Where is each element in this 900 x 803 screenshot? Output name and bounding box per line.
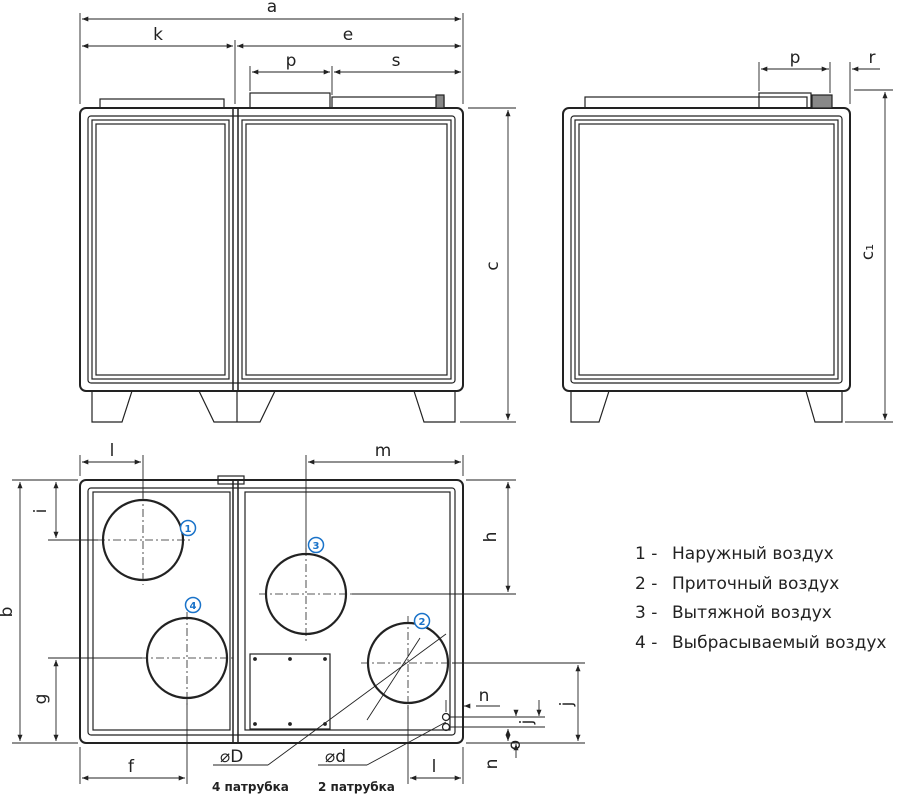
dim-r: r	[869, 48, 876, 68]
dimension-labels: a k e p s c p r c₁ l m i b g h f l n j j…	[0, 0, 878, 794]
note-d-count: 2 патрубка	[318, 780, 395, 794]
legend-label-1: Наружный воздух	[672, 544, 834, 564]
dim-n-vertical: n	[482, 759, 502, 770]
dim-i: i	[31, 509, 51, 514]
dim-a: a	[267, 0, 277, 17]
dim-l-bottom: l	[432, 757, 437, 777]
legend-num-2: 2 -	[635, 574, 657, 594]
port-3-label: 3	[313, 541, 320, 552]
dim-k: k	[153, 25, 163, 45]
dim-c1: c₁	[858, 244, 878, 260]
dim-n: n	[479, 686, 490, 706]
legend-num-4: 4 -	[635, 633, 657, 653]
legend: 1 - Наружный воздух 2 - Приточный воздух…	[635, 544, 886, 653]
dim-j: j	[557, 702, 577, 708]
dim-h: h	[481, 532, 501, 543]
dimension-lines	[12, 13, 893, 784]
dim-g: g	[31, 694, 51, 705]
dim-d: ⌀d	[325, 747, 346, 767]
legend-label-3: Вытяжной воздух	[672, 603, 832, 623]
centre-lines	[97, 493, 455, 710]
dim-b: b	[0, 607, 17, 618]
top-view	[79, 475, 464, 744]
front-view	[79, 92, 464, 423]
dim-p-side: p	[790, 48, 801, 68]
dim-D: ⌀D	[220, 747, 243, 767]
legend-num-1: 1 -	[635, 544, 657, 564]
legend-label-2: Приточный воздух	[672, 574, 839, 594]
dim-p: p	[286, 51, 297, 71]
dim-j-small: j	[517, 720, 537, 726]
dim-f: f	[128, 757, 135, 777]
port-1-label: 1	[185, 524, 192, 535]
port-4-label: 4	[190, 601, 197, 612]
legend-num-3: 3 -	[635, 603, 657, 623]
legend-label-4: Выбрасываемый воздух	[672, 633, 886, 653]
dim-m: m	[375, 441, 392, 461]
dim-l-top: l	[110, 441, 115, 461]
dim-c: c	[483, 261, 503, 270]
note-D-count: 4 патрубка	[212, 780, 289, 794]
dim-o: o	[505, 740, 525, 750]
side-view	[562, 92, 851, 423]
port-markers: 1 2 3 4	[179, 519, 431, 630]
dim-e: e	[343, 25, 353, 45]
port-2-label: 2	[419, 617, 426, 628]
dim-s: s	[392, 51, 401, 71]
